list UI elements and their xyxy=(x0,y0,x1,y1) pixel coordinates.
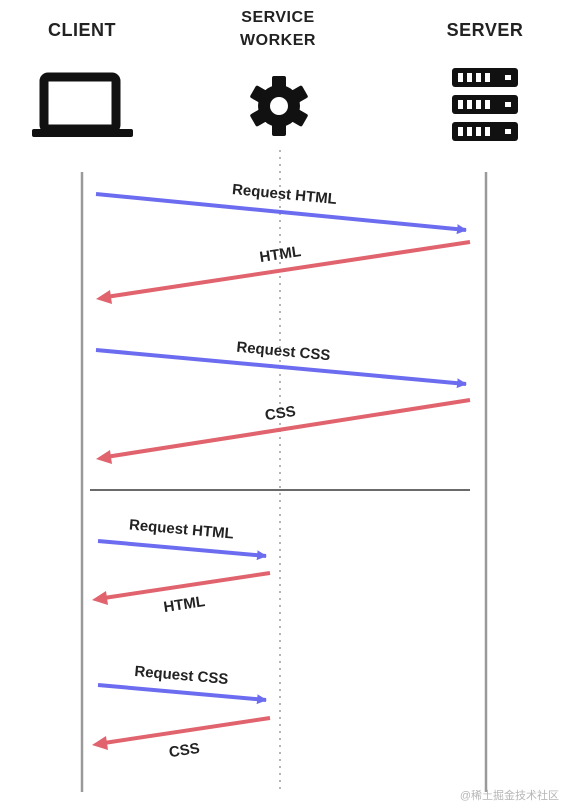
gear-icon xyxy=(250,76,308,136)
message-label: Request CSS xyxy=(134,663,229,688)
message-arrow xyxy=(95,348,467,389)
message-arrow xyxy=(97,539,267,561)
message-arrow xyxy=(92,571,271,605)
network-flow: Request HTML HTML Request CSS CSS xyxy=(95,181,471,464)
client-header: CLIENT xyxy=(48,20,116,40)
watermark: @稀土掘金技术社区 xyxy=(459,790,559,802)
cached-flow: Request HTML HTML Request CSS CSS xyxy=(92,516,271,761)
message-arrow xyxy=(96,240,471,304)
message-label: HTML xyxy=(258,243,302,266)
service-worker-header: SERVICE WORKER xyxy=(218,6,338,52)
message-label: HTML xyxy=(162,593,206,616)
message-arrow xyxy=(92,716,271,750)
message-label: Request HTML xyxy=(128,516,234,542)
message-label: CSS xyxy=(264,403,297,424)
message-arrow xyxy=(97,683,267,705)
message-label: Request CSS xyxy=(236,339,331,365)
message-label: Request HTML xyxy=(231,181,337,208)
service-worker-header-line1: SERVICE xyxy=(241,9,315,26)
message-label: CSS xyxy=(168,740,201,761)
message-arrow xyxy=(96,398,471,464)
service-worker-header-line2: WORKER xyxy=(240,32,316,49)
server-header: SERVER xyxy=(446,20,524,40)
laptop-icon xyxy=(32,72,133,137)
message-arrow xyxy=(95,192,467,235)
server-rack-icon xyxy=(452,68,518,141)
